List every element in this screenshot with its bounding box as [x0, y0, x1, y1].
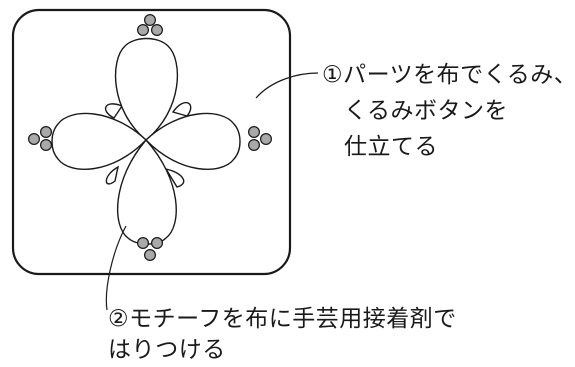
- bead: [39, 139, 52, 152]
- step2-label-line1: ②モチーフを布に手芸用接着剤で: [108, 306, 457, 332]
- lobe-right: [145, 112, 241, 170]
- bead: [151, 24, 164, 37]
- bead: [144, 14, 157, 27]
- step2-label-line2: はりつける: [108, 337, 226, 363]
- leader-line-1: [255, 72, 319, 99]
- lobe-left: [51, 112, 147, 170]
- flower-motif: [51, 37, 241, 245]
- step1-label-line1: ①パーツを布でくるみ、: [322, 62, 575, 88]
- bead: [137, 237, 150, 250]
- small-loop-bottom-right: [164, 167, 185, 188]
- leader-line-2: [105, 225, 127, 311]
- bead: [248, 125, 261, 138]
- bead: [248, 139, 261, 152]
- bead-cluster-bottom: [137, 237, 164, 262]
- bead: [39, 125, 52, 138]
- bead: [260, 133, 273, 146]
- bead: [144, 249, 157, 262]
- bead: [137, 24, 150, 37]
- bead-cluster-left: [28, 125, 52, 152]
- step1-label-line3: 仕立てる: [344, 134, 438, 160]
- bead: [28, 133, 41, 146]
- step1-label-line2: くるみボタンを: [344, 98, 509, 124]
- bead-cluster-top: [137, 14, 164, 37]
- small-loop-top-left: [104, 103, 124, 119]
- bead-cluster-right: [248, 125, 273, 152]
- lobe-top: [114, 37, 179, 141]
- small-loop-bottom-left: [105, 165, 120, 185]
- bead: [151, 237, 164, 250]
